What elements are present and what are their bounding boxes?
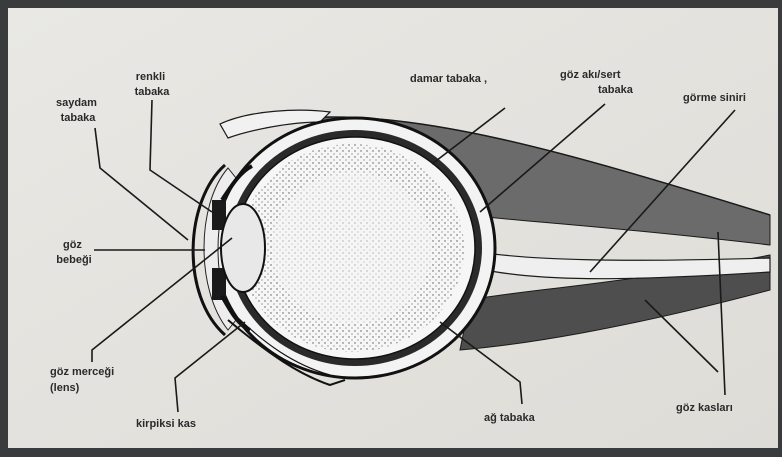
label-saydam-line2: tabaka bbox=[61, 112, 97, 124]
label-kaslari-line1: göz kasları bbox=[676, 402, 733, 414]
page-shadow-bottom bbox=[0, 448, 782, 457]
label-gorme-line1: görme siniri bbox=[683, 92, 746, 104]
label-saydam-line1: saydam bbox=[56, 97, 97, 109]
label-gorme-siniri: görme siniri bbox=[683, 92, 746, 104]
label-renkli-line1: renkli bbox=[136, 71, 165, 83]
label-ag-tabaka: ağ tabaka bbox=[484, 412, 536, 424]
label-ag-line1: ağ tabaka bbox=[484, 412, 536, 424]
label-goz-kaslari: göz kasları bbox=[676, 402, 733, 414]
label-kirpiksi-line1: kirpiksi kas bbox=[136, 418, 196, 430]
label-mercegi-line1: göz merceği bbox=[50, 366, 114, 378]
label-goz-aki-line1: göz akı/sert bbox=[560, 69, 621, 81]
lens bbox=[221, 204, 265, 292]
label-bebegi-line2: bebeği bbox=[56, 254, 91, 266]
label-bebegi-line1: göz bbox=[63, 239, 82, 251]
label-goz-aki-line2: tabaka bbox=[598, 84, 634, 96]
label-damar-tabaka: damar tabaka , bbox=[410, 73, 487, 85]
label-damar-line1: damar tabaka , bbox=[410, 73, 487, 85]
label-kirpiksi-kas: kirpiksi kas bbox=[136, 418, 196, 430]
label-mercegi-line2: (lens) bbox=[50, 382, 80, 394]
label-renkli-line2: tabaka bbox=[135, 86, 171, 98]
